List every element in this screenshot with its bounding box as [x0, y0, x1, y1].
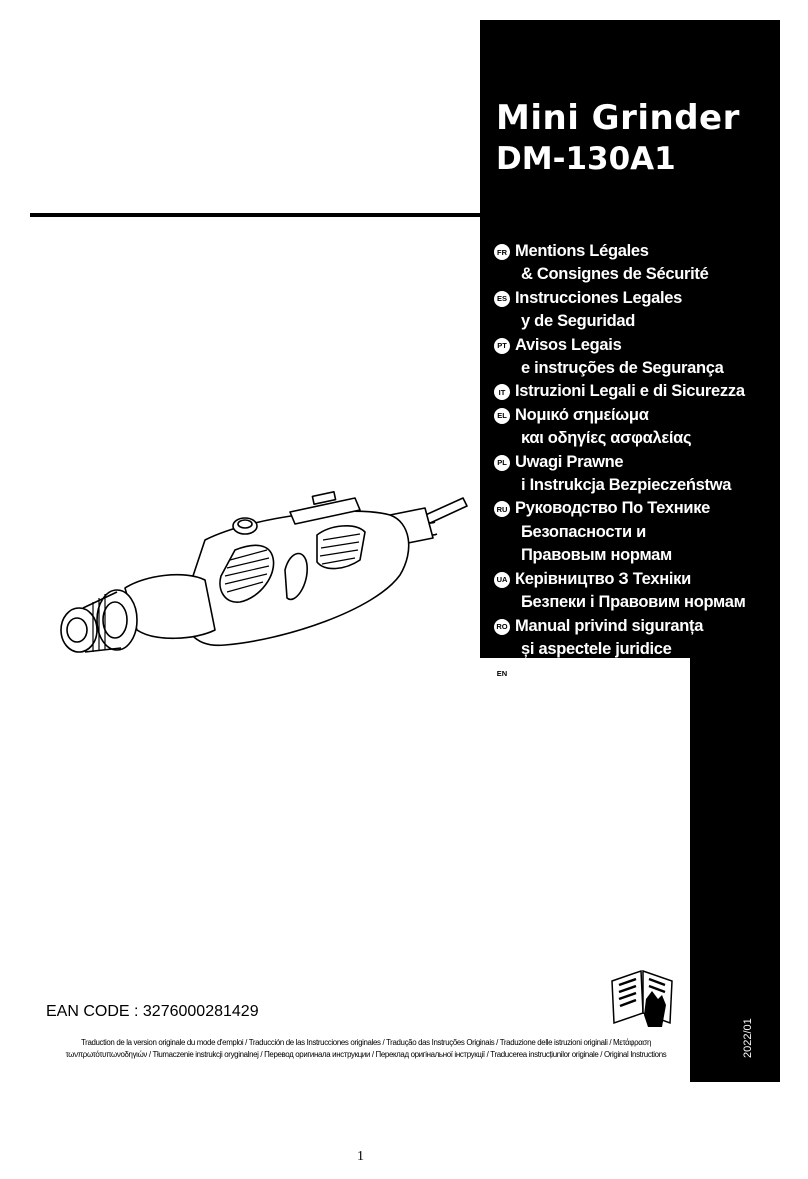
language-heading-line: Керівництво З Техніки: [515, 569, 691, 588]
language-heading-line: Правовым нормам: [521, 546, 672, 565]
language-item-es: ES Instrucciones Legales y de Seguridad: [494, 287, 784, 334]
read-manual-icon: [611, 969, 673, 1027]
language-heading-line: Instrucciones Legales: [515, 288, 683, 307]
language-heading-line: y de Seguridad: [521, 312, 636, 331]
ean-code: EAN CODE : 3276000281429: [46, 1003, 259, 1020]
language-code-badge: EL: [494, 407, 510, 424]
product-model: DM-130A1: [496, 141, 676, 177]
publication-date: 2022/01: [742, 1018, 754, 1058]
language-heading-line: & Consignes de Sécurité: [521, 265, 709, 284]
language-item-pl: PL Uwagi Prawne i Instrukcja Bezpieczeństw…: [494, 451, 784, 498]
cover-title-panel: [480, 20, 780, 658]
language-code-badge: IT: [494, 384, 510, 401]
language-heading-line: και οδηγίες ασφαλείας: [521, 429, 692, 448]
language-heading-line: Manual privind siguranța: [515, 616, 704, 635]
language-heading-line: Istruzioni Legali e di Sicurezza: [515, 382, 745, 401]
translation-notice: Traduction de la version originale du mo…: [46, 1037, 686, 1061]
translation-notice-line: τωνπρωτότυπωνοδηγιών / Tłumaczenie instr…: [65, 1050, 667, 1059]
language-heading-line: i Instrukcja Bezpieczeństwa: [521, 476, 732, 495]
language-heading-line: e instruções de Segurança: [521, 359, 724, 378]
language-heading-line: Legal Notices & Safety: [515, 663, 687, 682]
language-code-badge: FR: [494, 244, 510, 260]
language-item-fr: FR Mentions Légales & Consignes de Sécurit…: [494, 240, 784, 287]
language-code-badge: ES: [494, 290, 510, 307]
language-item-el: EL Νομικό σημείωμα και οδηγίες ασφαλείας: [494, 404, 784, 451]
language-code-badge: RU: [494, 501, 510, 518]
language-heading-line: Mentions Légales: [515, 242, 649, 260]
product-title: Mini Grinder: [496, 98, 740, 138]
header-rule: [30, 213, 750, 217]
language-list: FR Mentions Légales & Consignes de Sécurit…: [494, 240, 784, 708]
language-item-pt: PT Avisos Legais e instruções de Segurança: [494, 334, 784, 381]
language-code-badge: PL: [494, 454, 510, 471]
language-heading-line: Instructions: [521, 686, 612, 705]
language-heading-line: Νομικό σημείωμα: [515, 405, 649, 424]
language-item-ro: RO Manual privind siguranța și aspectele j…: [494, 615, 784, 662]
language-code-badge: UA: [494, 571, 510, 588]
language-heading-line: Руководство По Технике: [515, 499, 711, 518]
language-heading-line: Безпеки і Правовим нормам: [521, 593, 746, 612]
language-heading-line: Uwagi Prawne: [515, 452, 624, 471]
language-code-badge: RO: [494, 618, 510, 635]
language-code-badge: PT: [494, 337, 510, 354]
rotary-tool-illustration: [60, 491, 468, 653]
cover-side-strip: [690, 658, 780, 1082]
translation-notice-line: Traduction de la version originale du mo…: [80, 1038, 651, 1047]
language-item-it: IT Istruzioni Legali e di Sicurezza: [494, 380, 784, 403]
page-number: 1: [357, 1149, 364, 1164]
language-heading-line: Безопасности и: [521, 522, 646, 541]
language-code-badge: EN: [494, 665, 510, 682]
language-heading-line: Avisos Legais: [515, 335, 622, 354]
language-heading-line: și aspectele juridice: [521, 639, 672, 658]
